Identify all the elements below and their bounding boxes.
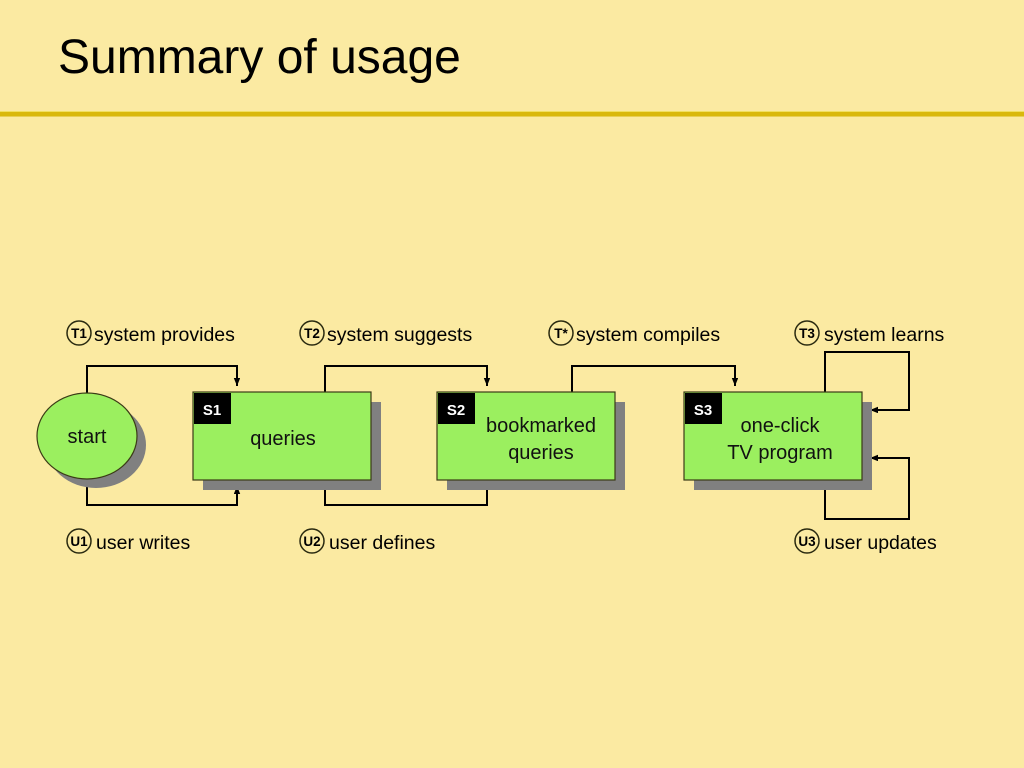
node-start-label: start bbox=[68, 426, 107, 448]
title-divider-rule bbox=[0, 111, 1024, 117]
badge-circle-t3 bbox=[794, 320, 820, 346]
edge-t1-start-to-s1 bbox=[86, 365, 241, 393]
node-s2-tag-chip bbox=[438, 393, 475, 424]
transition-label-u1: U1 user writes bbox=[66, 528, 191, 554]
node-s3-label-line1: one-click bbox=[741, 415, 821, 437]
node-s3-tag-chip bbox=[685, 393, 722, 424]
transition-label-t2: T2 system suggests bbox=[299, 320, 472, 346]
transition-text-t3: system learns bbox=[824, 324, 945, 346]
badge-label-t2: T2 bbox=[304, 326, 320, 341]
badge-circle-tstar bbox=[548, 320, 574, 346]
edge-t2-s1-to-s2 bbox=[324, 365, 491, 392]
edge-u1-start-to-s1 bbox=[86, 479, 241, 506]
transition-label-u2: U2 user defines bbox=[299, 528, 435, 554]
node-s3-tag-label: S3 bbox=[694, 402, 712, 419]
badge-label-u2: U2 bbox=[303, 534, 320, 549]
node-s3-label-line2: TV program bbox=[727, 442, 833, 464]
transition-label-t1: T1 system provides bbox=[66, 320, 235, 346]
badge-label-u1: U1 bbox=[70, 534, 88, 549]
badge-label-u3: U3 bbox=[798, 534, 816, 549]
edge-u3-s3-self-loop bbox=[824, 454, 910, 520]
badge-circle-u2 bbox=[299, 528, 325, 554]
transition-label-tstar: T* system compiles bbox=[548, 320, 720, 346]
edge-u2-s1-to-s2 bbox=[324, 481, 488, 506]
transition-text-t1: system provides bbox=[94, 324, 235, 346]
node-s1-label: queries bbox=[250, 428, 316, 450]
edge-tstar-s2-to-s3 bbox=[571, 365, 739, 392]
badge-label-t1: T1 bbox=[71, 326, 87, 341]
node-s3[interactable]: S3 one-click TV program bbox=[683, 391, 872, 490]
transition-text-u1: user writes bbox=[96, 532, 191, 554]
page-title: Summary of usage bbox=[58, 31, 461, 84]
node-s3-shape bbox=[683, 391, 863, 481]
badge-circle-t1 bbox=[66, 320, 92, 346]
transition-text-u3: user updates bbox=[824, 532, 937, 554]
transition-text-t2: system suggests bbox=[327, 324, 472, 346]
node-start-shape bbox=[36, 392, 138, 480]
node-s2[interactable]: S2 bookmarked queries bbox=[436, 391, 625, 490]
node-s2-label-line2: queries bbox=[508, 442, 574, 464]
badge-label-tstar: T* bbox=[554, 326, 568, 341]
transition-label-u3: U3 user updates bbox=[794, 528, 937, 554]
node-s1-tag-chip bbox=[194, 393, 231, 424]
transition-text-tstar: system compiles bbox=[576, 324, 720, 346]
node-s2-label-line1: bookmarked bbox=[486, 415, 596, 437]
edge-t3-s3-self-loop bbox=[824, 351, 910, 414]
badge-label-t3: T3 bbox=[799, 326, 815, 341]
node-s2-tag-label: S2 bbox=[447, 402, 465, 419]
transition-text-u2: user defines bbox=[329, 532, 435, 554]
transition-label-t3: T3 system learns bbox=[794, 320, 945, 346]
badge-circle-t2 bbox=[299, 320, 325, 346]
node-start[interactable]: start bbox=[36, 392, 146, 488]
badge-circle-u1 bbox=[66, 528, 92, 554]
node-s1-tag-label: S1 bbox=[203, 402, 221, 419]
node-s1[interactable]: S1 queries bbox=[192, 391, 381, 490]
badge-circle-u3 bbox=[794, 528, 820, 554]
